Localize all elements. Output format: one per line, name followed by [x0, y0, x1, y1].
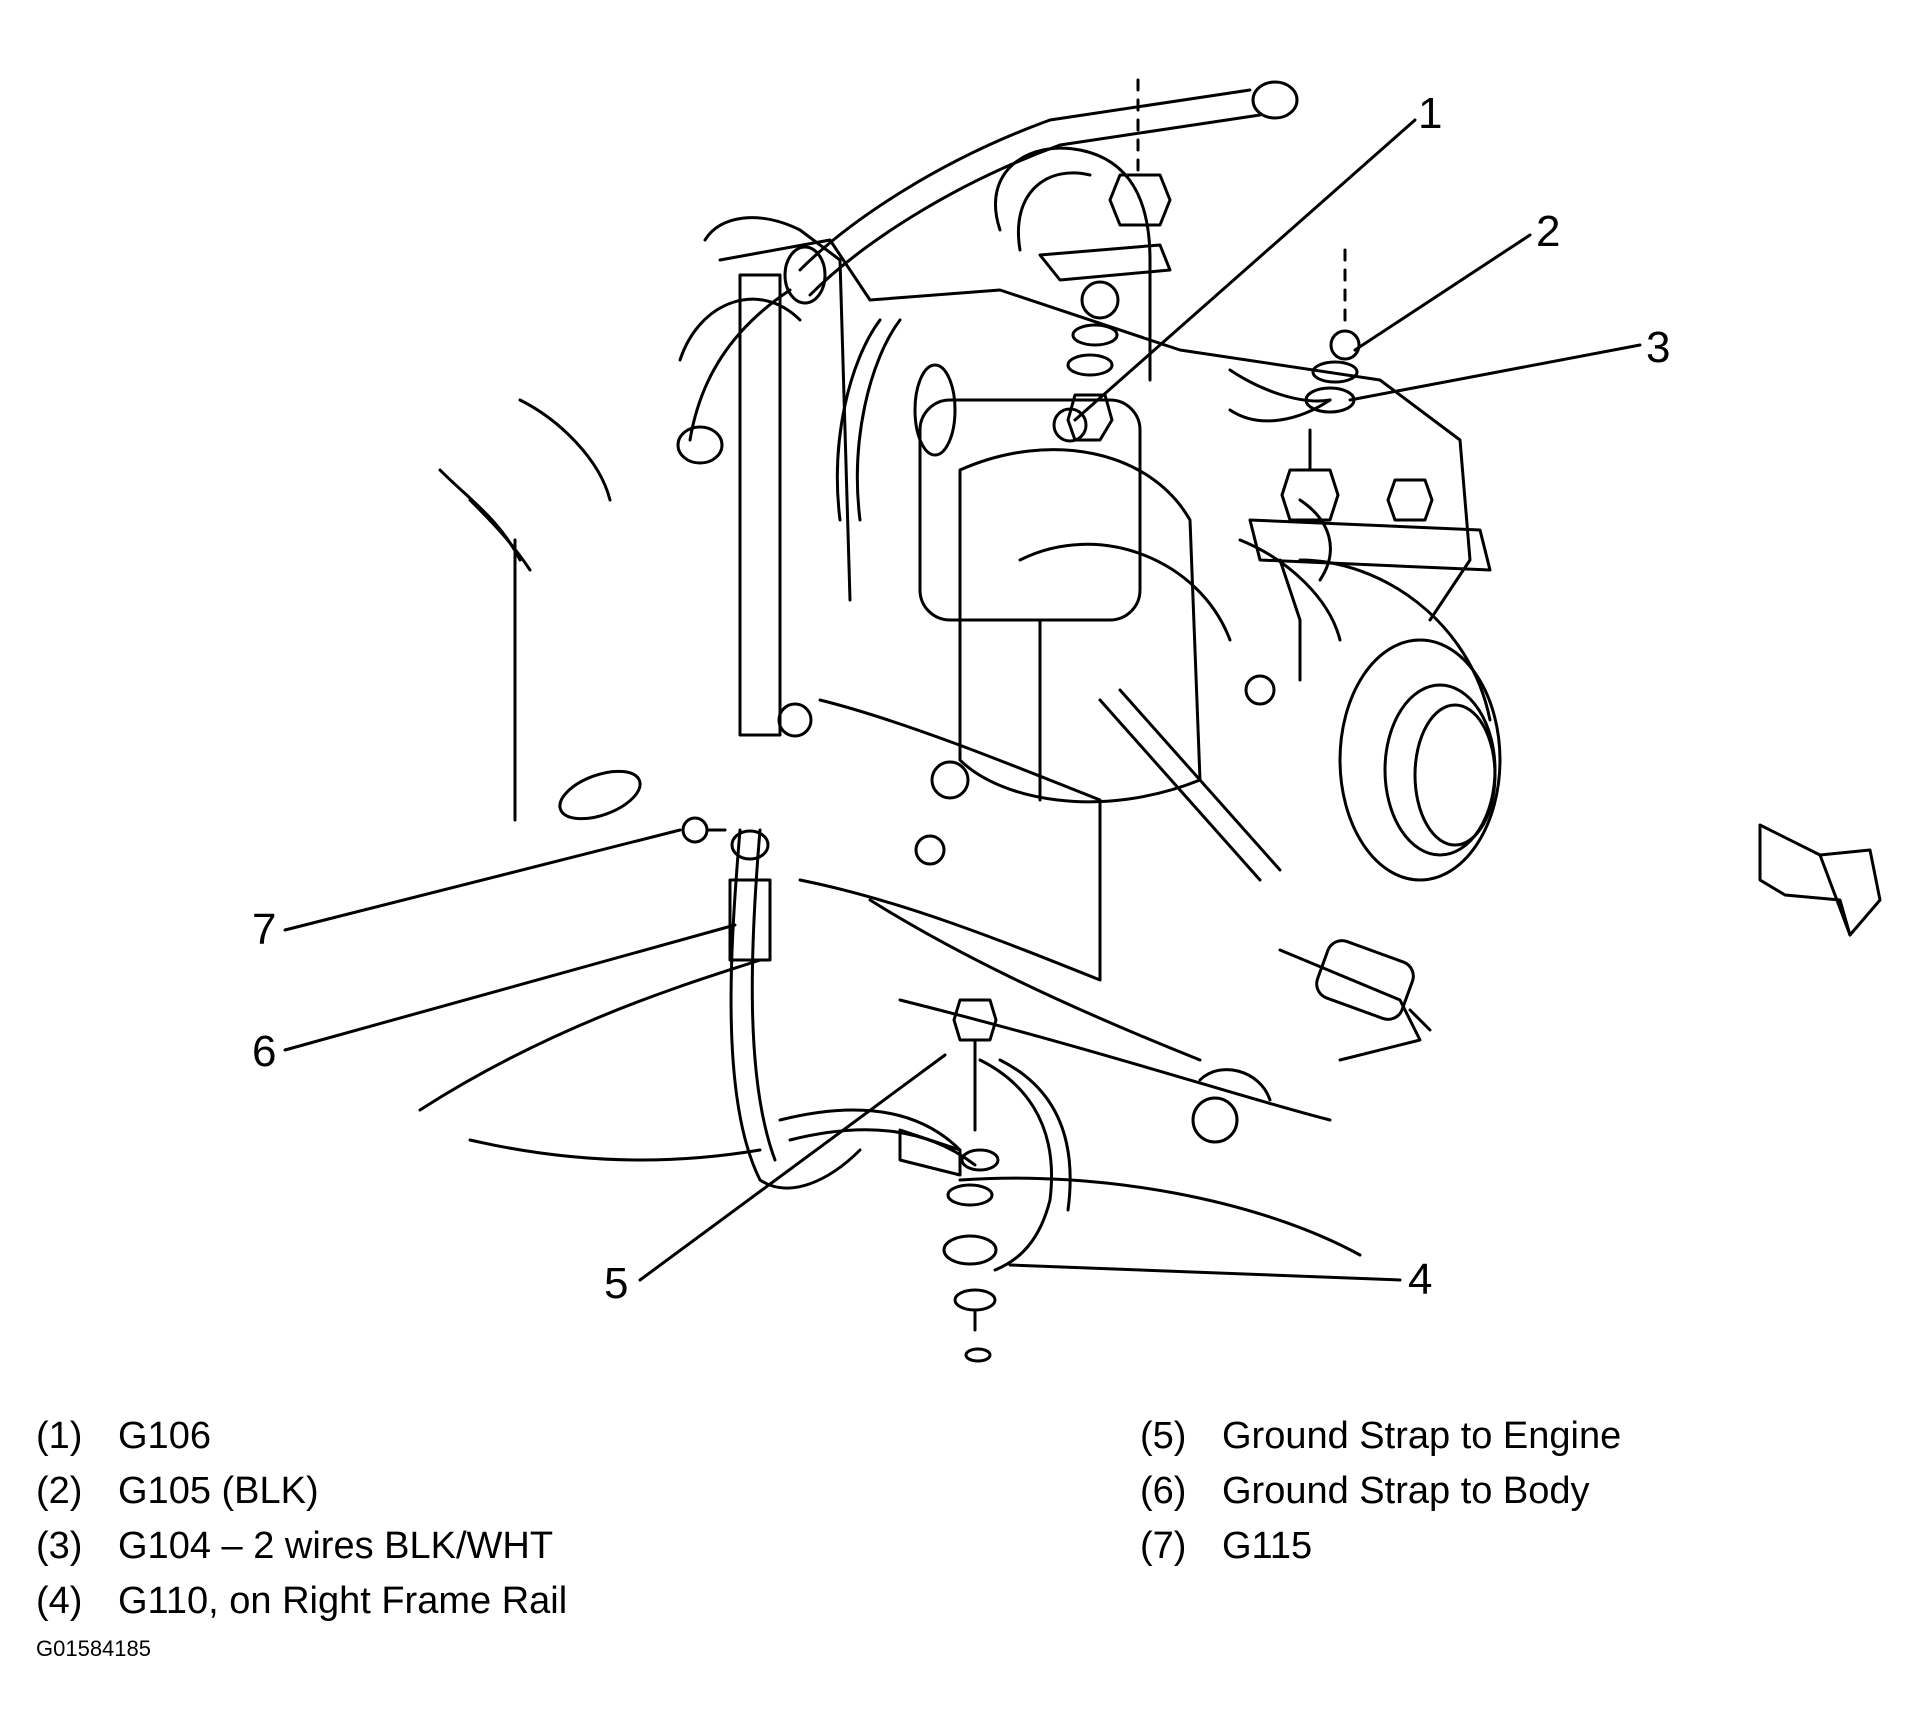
- callout-3: 3: [1646, 323, 1671, 372]
- g115-ground-fastener: [681, 816, 727, 844]
- g110-ground-fastener: [942, 998, 1000, 1363]
- figure-id: G01584185: [36, 1636, 151, 1661]
- legend-text: G104 – 2 wires BLK/WHT: [118, 1525, 554, 1567]
- callout-6: 6: [252, 1027, 277, 1076]
- ground-strap-engine: [778, 1058, 1072, 1272]
- legend-item-1: (1) G106: [36, 1414, 211, 1458]
- wiring-harness: [676, 80, 1299, 522]
- g106-ground-fastener: [1038, 78, 1172, 443]
- legend-item-4: (4) G110, on Right Frame Rail: [36, 1579, 567, 1623]
- legend-item-6: (6) Ground Strap to Body: [1140, 1469, 1590, 1513]
- legend-item-3: (3) G104 – 2 wires BLK/WHT: [36, 1524, 553, 1568]
- legend-number: (2): [36, 1470, 83, 1512]
- engine-block: [678, 238, 1502, 1144]
- legend-number: (7): [1140, 1525, 1187, 1567]
- leader-lines: [283, 118, 1642, 1282]
- forward-arrow-icon: [1758, 823, 1882, 937]
- body-panel-outline: [438, 398, 642, 822]
- legend-text: G110, on Right Frame Rail: [118, 1580, 568, 1622]
- legend-number: (1): [36, 1415, 83, 1457]
- legend-item-7: (7) G115: [1140, 1524, 1312, 1568]
- callout-1: 1: [1418, 89, 1443, 138]
- legend-text: Ground Strap to Engine: [1222, 1415, 1622, 1457]
- ground-strap-body: [728, 828, 862, 1190]
- callout-2: 2: [1536, 207, 1561, 256]
- legend-text: G105 (BLK): [118, 1470, 319, 1512]
- legend-item-5: (5) Ground Strap to Engine: [1140, 1414, 1621, 1458]
- legend-item-2: (2) G105 (BLK): [36, 1469, 319, 1513]
- legend-text: G106: [118, 1415, 211, 1457]
- legend-number: (6): [1140, 1470, 1187, 1512]
- frame-lines: [418, 958, 1362, 1257]
- legend-number: (5): [1140, 1415, 1187, 1457]
- g105-g104-ground-fastener: [1228, 248, 1492, 682]
- legend-number: (3): [36, 1525, 83, 1567]
- callout-5: 5: [604, 1259, 629, 1308]
- legend-text: G115: [1222, 1525, 1313, 1567]
- callout-7: 7: [252, 905, 277, 954]
- mounting-bracket: [703, 216, 957, 738]
- callout-4: 4: [1408, 1255, 1433, 1304]
- legend-number: (4): [36, 1580, 83, 1622]
- legend-text: Ground Strap to Body: [1222, 1470, 1590, 1512]
